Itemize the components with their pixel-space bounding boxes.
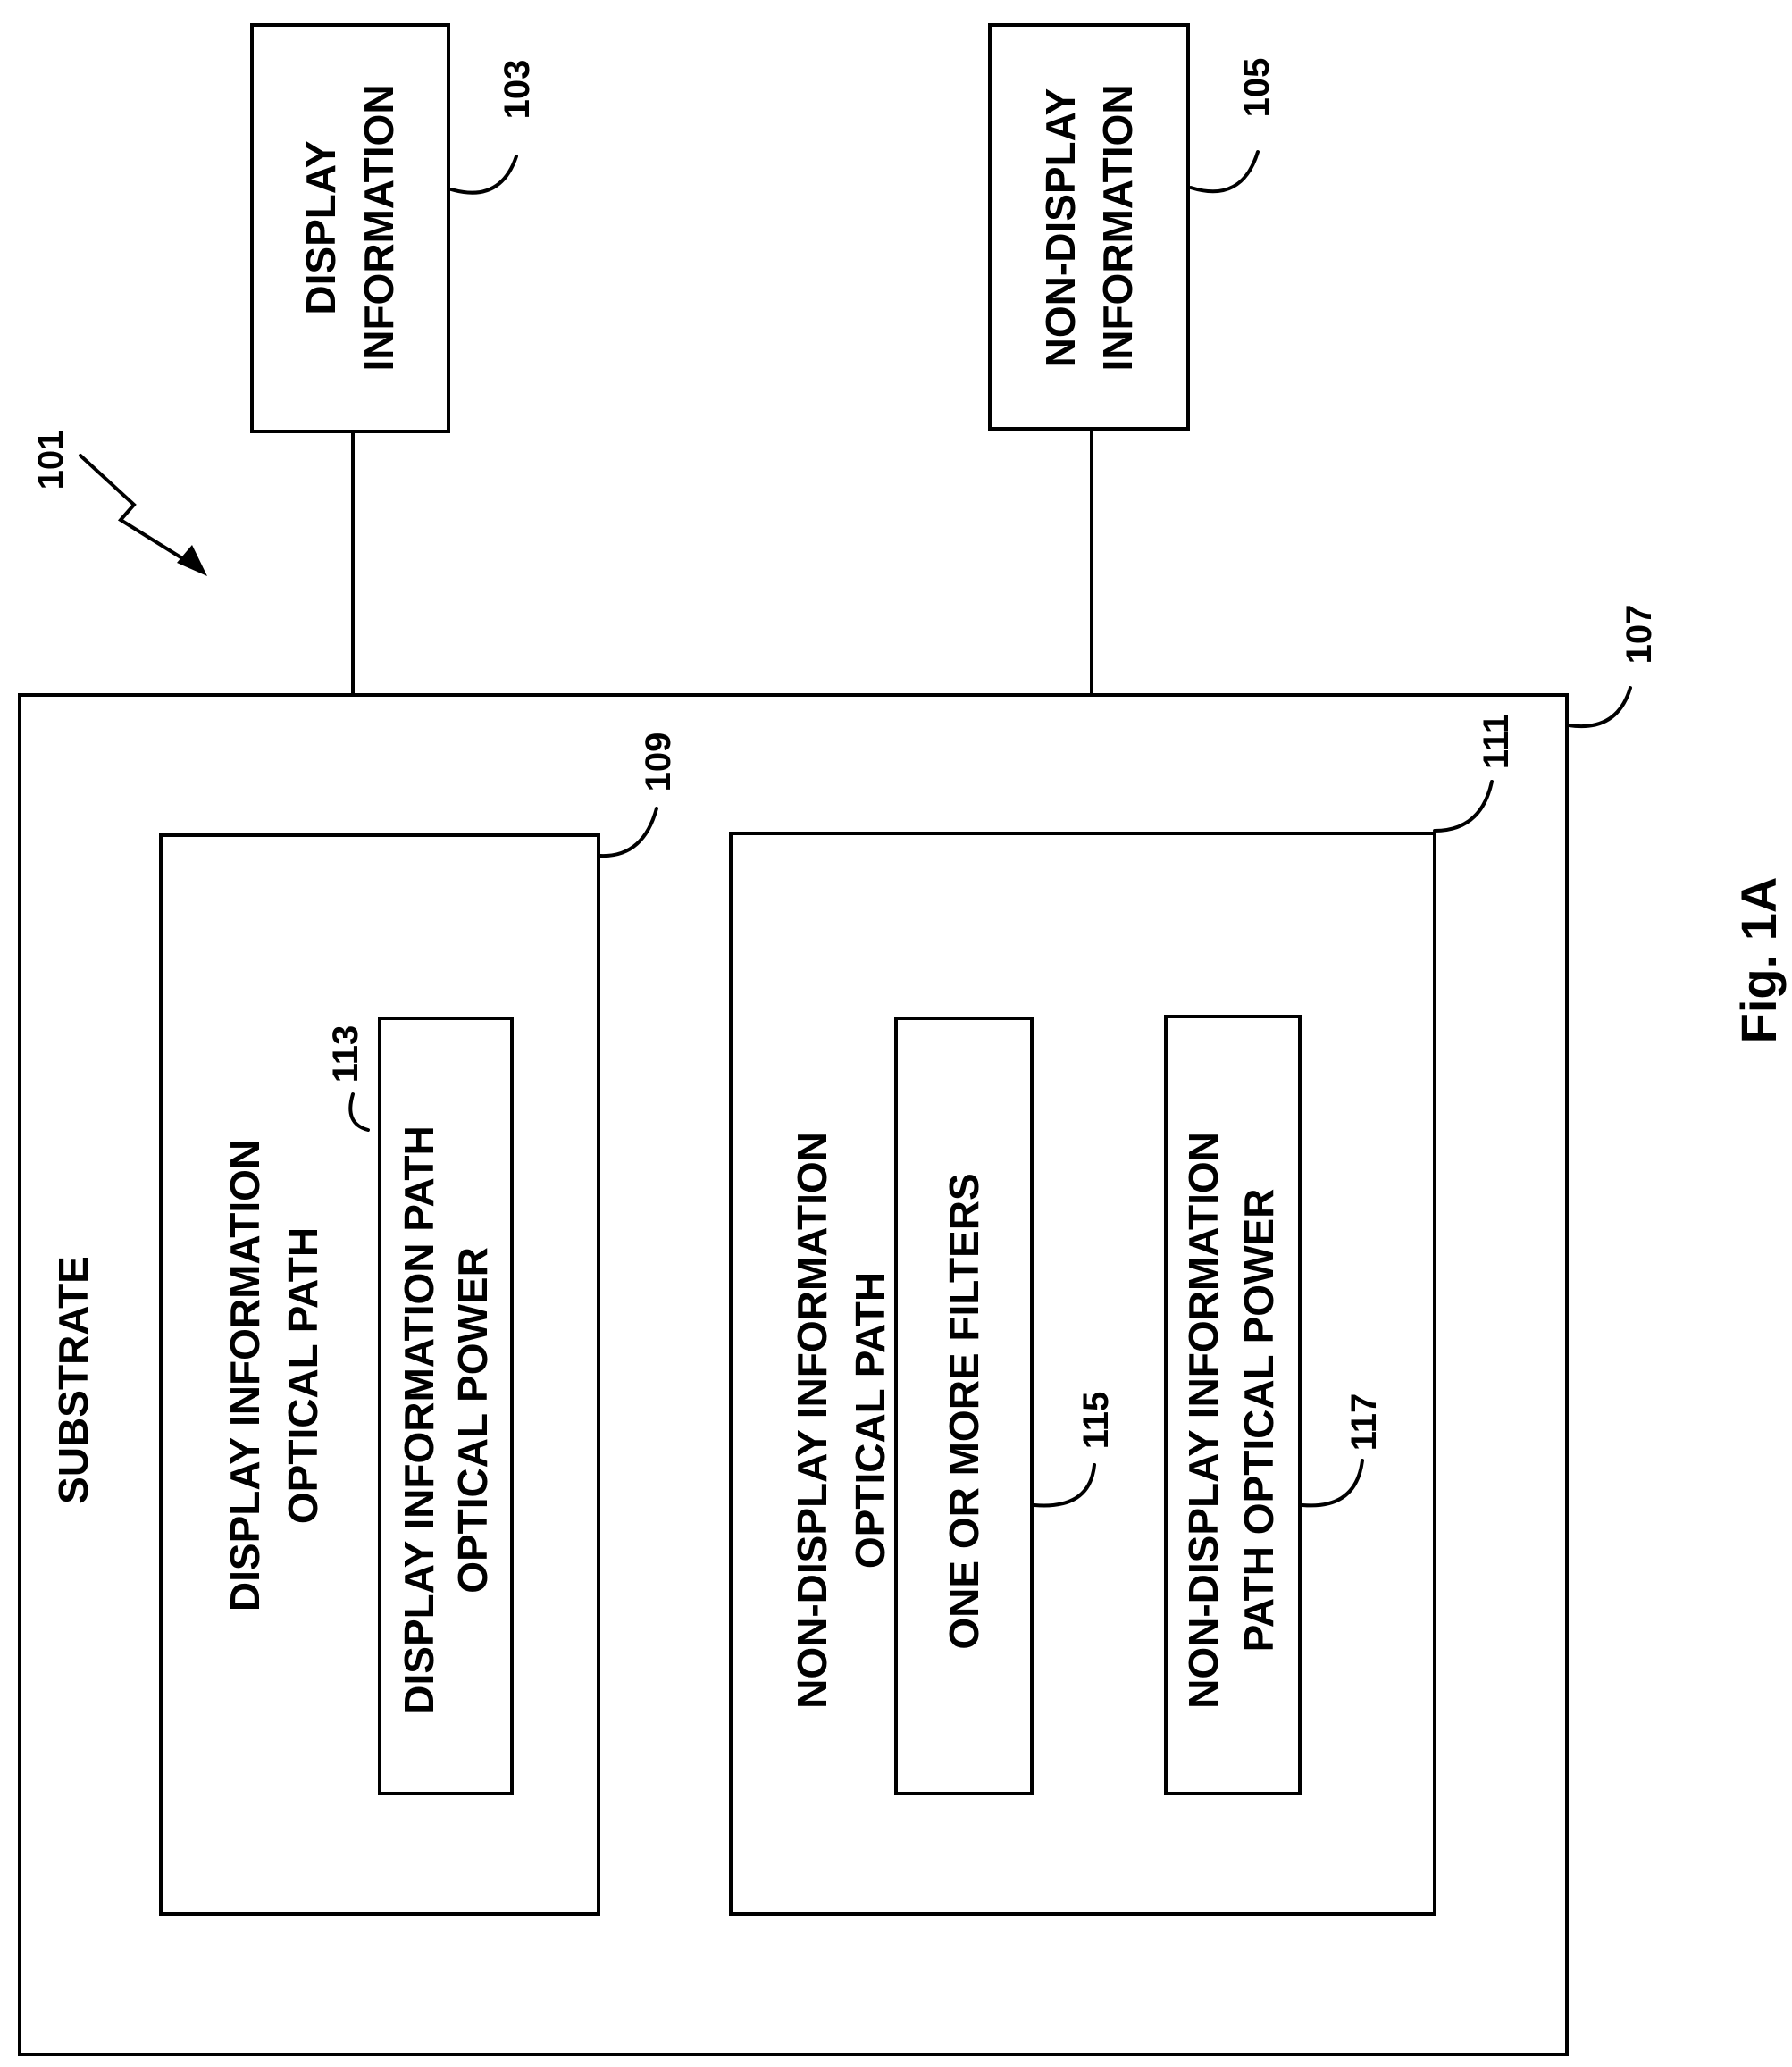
filters-label: ONE OR MORE FILTERS bbox=[941, 1173, 987, 1649]
leader-113 bbox=[350, 1094, 368, 1130]
non-display-information-label-line2: INFORMATION bbox=[1094, 84, 1141, 371]
ref-103: 103 bbox=[498, 60, 537, 120]
ref-111: 111 bbox=[1477, 714, 1516, 769]
ref-109: 109 bbox=[639, 732, 678, 792]
leader-111 bbox=[1435, 782, 1492, 831]
non-display-information-optical-path-block: NON-DISPLAY INFORMATION OPTICAL PATH bbox=[731, 833, 1435, 1914]
ref-107: 107 bbox=[1620, 605, 1659, 665]
arrow-head bbox=[177, 545, 207, 576]
figure-label: Fig. 1A bbox=[1730, 877, 1787, 1044]
non-display-information-block: NON-DISPLAY INFORMATION bbox=[990, 25, 1188, 429]
substrate-label: SUBSTRATE bbox=[50, 1256, 96, 1504]
ref-113: 113 bbox=[326, 1025, 365, 1084]
leader-109 bbox=[600, 808, 657, 856]
display-power-label-line1: DISPLAY INFORMATION PATH bbox=[396, 1126, 442, 1714]
non-display-power-label-line1: NON-DISPLAY INFORMATION bbox=[1180, 1132, 1227, 1709]
leader-107 bbox=[1569, 688, 1630, 726]
non-display-information-path-optical-power-block: NON-DISPLAY INFORMATION PATH OPTICAL POW… bbox=[1166, 1017, 1300, 1794]
display-path-label-line1: DISPLAY INFORMATION bbox=[222, 1140, 268, 1611]
ref-105: 105 bbox=[1237, 58, 1277, 118]
ref-101: 101 bbox=[31, 431, 71, 490]
one-or-more-filters-block: ONE OR MORE FILTERS bbox=[896, 1018, 1032, 1794]
non-display-path-label-line1: NON-DISPLAY INFORMATION bbox=[789, 1132, 835, 1709]
non-display-path-label-line2: OPTICAL PATH bbox=[847, 1272, 893, 1569]
display-path-label-line2: OPTICAL PATH bbox=[280, 1227, 326, 1524]
leader-117 bbox=[1302, 1460, 1362, 1505]
display-information-label-line2: INFORMATION bbox=[356, 84, 402, 371]
lightning-arrow bbox=[80, 456, 197, 567]
display-information-label-line1: DISPLAY bbox=[297, 140, 344, 314]
non-display-information-label-line1: NON-DISPLAY bbox=[1037, 88, 1084, 368]
leader-105 bbox=[1191, 152, 1258, 191]
leader-103 bbox=[451, 156, 516, 193]
ref-115: 115 bbox=[1076, 1392, 1116, 1450]
leader-115 bbox=[1034, 1465, 1094, 1505]
display-information-path-optical-power-block: DISPLAY INFORMATION PATH OPTICAL POWER bbox=[380, 1018, 512, 1794]
display-power-label-line2: OPTICAL POWER bbox=[449, 1247, 496, 1594]
display-information-block: DISPLAY INFORMATION bbox=[252, 25, 448, 431]
ref-117: 117 bbox=[1344, 1393, 1384, 1452]
non-display-power-label-line2: PATH OPTICAL POWER bbox=[1235, 1189, 1282, 1653]
